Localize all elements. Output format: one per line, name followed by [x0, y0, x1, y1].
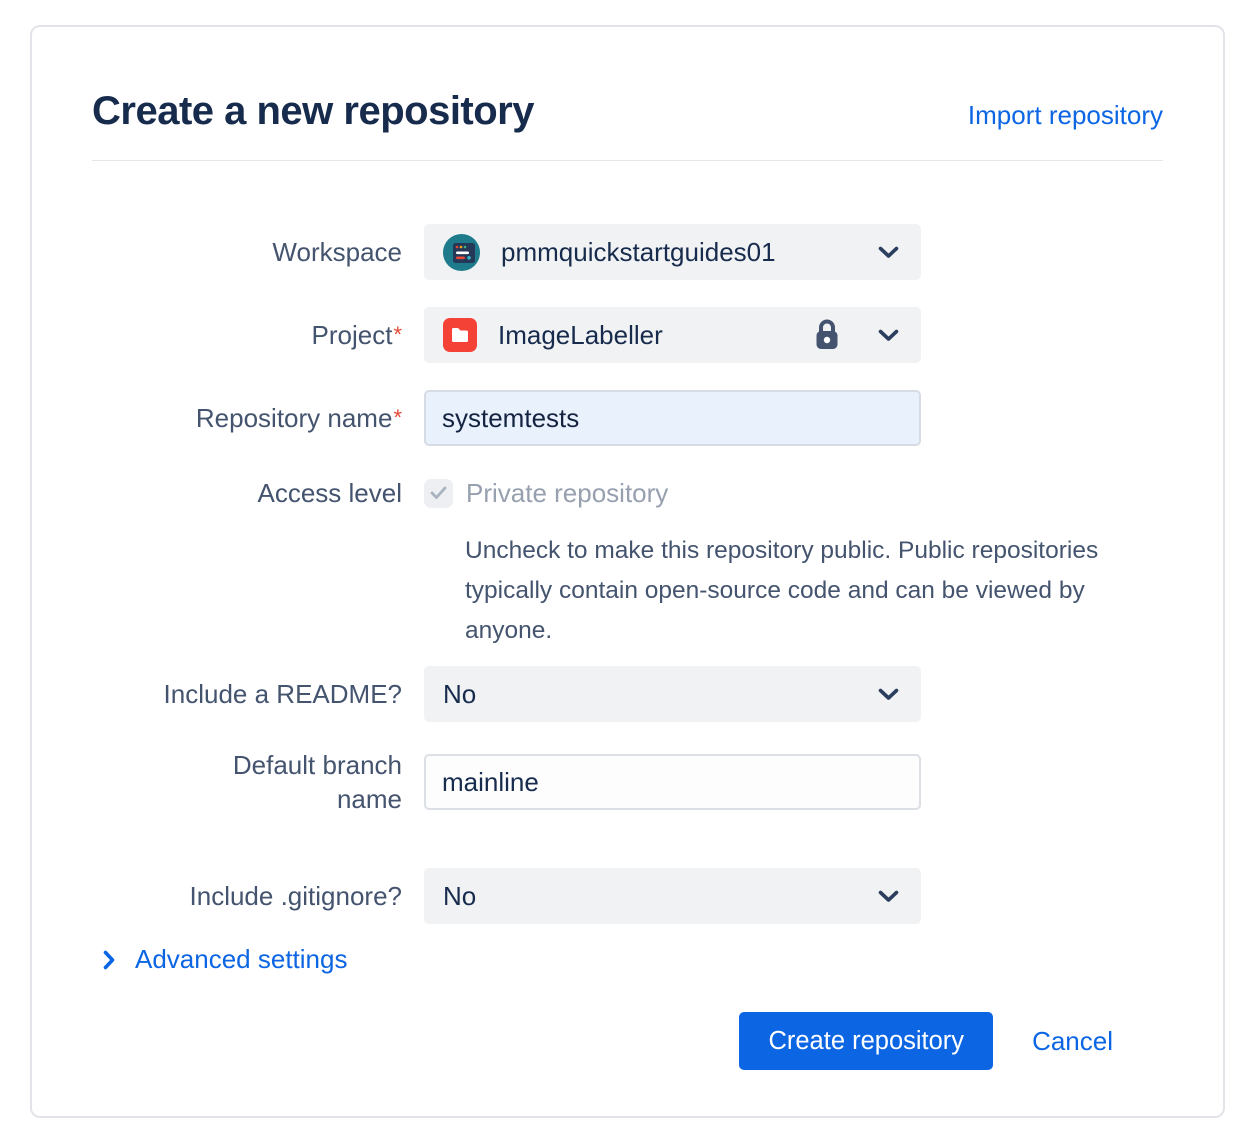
create-repository-form: Workspace	[92, 224, 1163, 1070]
repository-name-input[interactable]	[424, 390, 921, 446]
project-label: Project	[311, 320, 393, 350]
access-level-row: Access level Private repository Uncheck …	[92, 476, 1163, 651]
create-repository-dialog: Create a new repository Import repositor…	[30, 25, 1225, 1118]
chevron-down-icon	[877, 889, 900, 904]
chevron-down-icon	[877, 687, 900, 702]
workspace-select[interactable]: pmmquickstartguides01	[424, 224, 921, 280]
chevron-down-icon	[877, 245, 900, 260]
gitignore-label: Include .gitignore?	[189, 881, 402, 911]
workspace-avatar	[443, 233, 480, 271]
project-row: Project* ImageLabeller	[92, 307, 1163, 363]
dialog-header: Create a new repository Import repositor…	[92, 89, 1163, 134]
gitignore-select[interactable]: No	[424, 868, 921, 924]
dialog-actions: Create repository Cancel	[92, 1012, 1163, 1070]
create-repository-button[interactable]: Create repository	[739, 1012, 994, 1070]
repository-name-label: Repository name	[195, 403, 393, 433]
header-divider	[92, 160, 1163, 161]
cancel-button[interactable]: Cancel	[1032, 1025, 1113, 1056]
advanced-settings-toggle[interactable]: Advanced settings	[102, 944, 347, 975]
readme-value: No	[443, 678, 477, 709]
project-value: ImageLabeller	[498, 319, 663, 350]
readme-select[interactable]: No	[424, 666, 921, 722]
lock-icon	[813, 318, 841, 352]
required-asterisk: *	[393, 322, 402, 347]
default-branch-input[interactable]	[424, 754, 921, 810]
chevron-right-icon	[102, 949, 116, 971]
default-branch-row: Default branch name	[92, 748, 1163, 816]
default-branch-label: Default branch name	[232, 750, 402, 814]
private-repository-checkbox[interactable]	[424, 478, 453, 508]
chevron-down-icon	[877, 328, 900, 343]
workspace-value: pmmquickstartguides01	[501, 236, 776, 267]
access-level-help-text: Uncheck to make this repository public. …	[465, 537, 1099, 644]
access-level-label: Access level	[257, 478, 403, 508]
page-title: Create a new repository	[92, 89, 535, 133]
project-select[interactable]: ImageLabeller	[424, 307, 921, 363]
gitignore-row: Include .gitignore? No	[92, 868, 1163, 924]
project-folder-icon	[443, 318, 477, 352]
required-asterisk: *	[393, 405, 402, 430]
advanced-settings-label: Advanced settings	[135, 944, 348, 974]
private-repository-label: Private repository	[466, 477, 669, 508]
repository-name-row: Repository name*	[92, 390, 1163, 446]
workspace-label: Workspace	[272, 237, 402, 267]
readme-label: Include a README?	[163, 679, 402, 709]
readme-row: Include a README? No	[92, 666, 1163, 722]
gitignore-value: No	[443, 880, 477, 911]
workspace-row: Workspace	[92, 224, 1163, 280]
import-repository-link[interactable]: Import repository	[967, 100, 1163, 130]
